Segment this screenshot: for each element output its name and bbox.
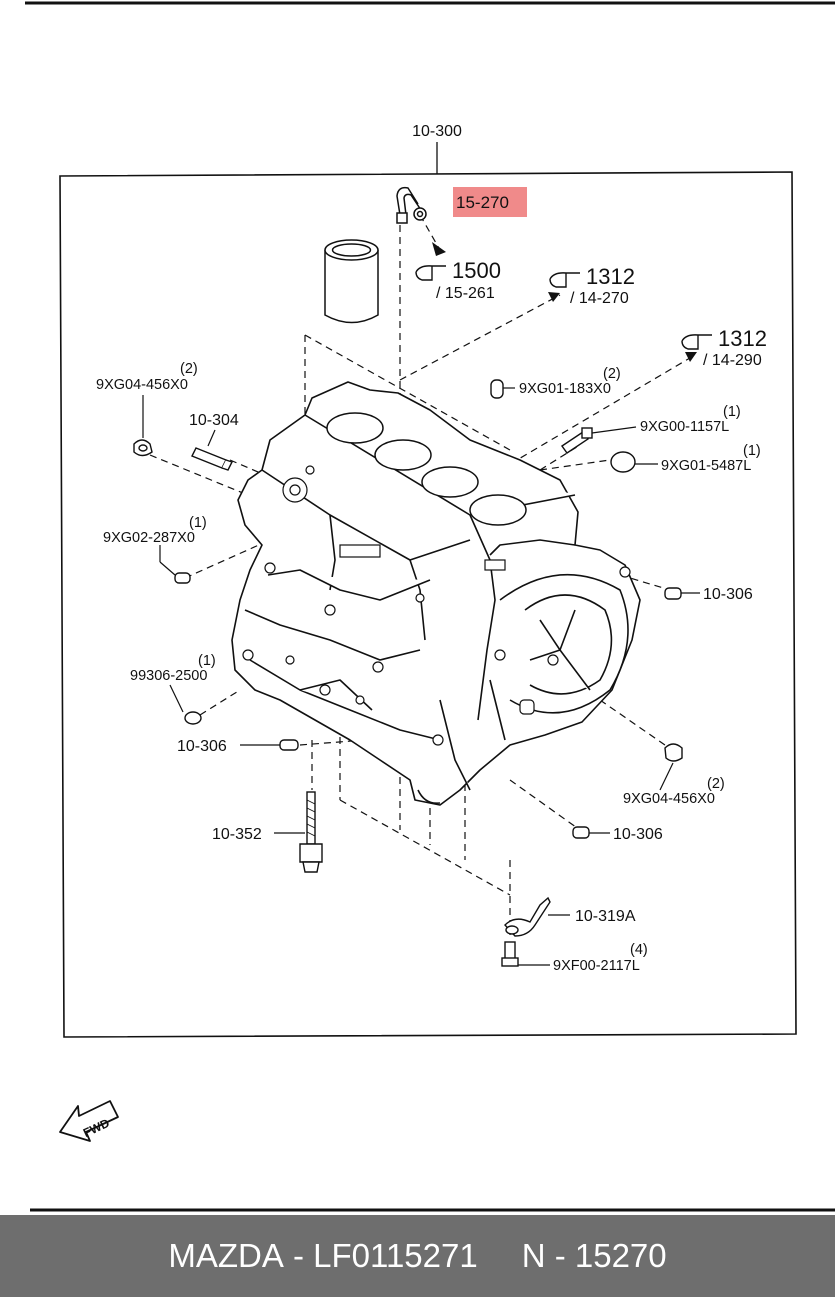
ref-1312a-num: 1312 <box>586 264 635 289</box>
part-99306-qty: (1) <box>198 653 216 669</box>
ref-1312b-sub: / 14-290 <box>703 352 762 369</box>
small-parts <box>133 379 683 967</box>
footer-part-number: LF0115271 <box>313 1237 478 1274</box>
part-9xg02-qty: (1) <box>189 515 207 531</box>
part-9xg01-183-code: 9XG01-183X0 <box>519 381 611 397</box>
oil-jet-part <box>396 186 427 224</box>
part-9xg01-5487-qty: (1) <box>743 443 761 459</box>
highlighted-part-label: 15-270 <box>456 193 509 212</box>
part-9xg02-code: 9XG02-287X0 <box>103 530 195 546</box>
ref-1312b-num: 1312 <box>718 326 767 351</box>
footer-brand: MAZDA <box>168 1237 284 1274</box>
footer-bar: MAZDA - LF0115271 N - 15270 <box>0 1215 835 1297</box>
frame-label: 10-300 <box>412 123 462 140</box>
part-9xg00-1157-code: 9XG00-1157L <box>640 419 729 435</box>
part-10-306-right-code: 10-306 <box>703 586 753 603</box>
footer-separator: - <box>283 1237 314 1274</box>
pointing-hand-icon <box>415 265 712 350</box>
part-99306-code: 99306-2500 <box>130 668 207 684</box>
part-labels: (2) 9XG04-456X0 10-304 (1) 9XG02-287X0 (… <box>96 361 761 974</box>
ref-arrows <box>432 242 697 362</box>
diagram-frame <box>59 142 797 1038</box>
part-9xg04-right-code: 9XG04-456X0 <box>623 791 715 807</box>
part-10-306-left-code: 10-306 <box>177 738 227 755</box>
part-10-304-code: 10-304 <box>189 412 239 429</box>
part-9xf00-qty: (4) <box>630 942 648 958</box>
part-9xg00-1157-qty: (1) <box>723 404 741 420</box>
part-10-319a-code: 10-319A <box>575 908 636 925</box>
block-detail-holes <box>242 465 631 746</box>
ref-1500-num: 1500 <box>452 258 501 283</box>
part-9xg04-right-qty: (2) <box>707 776 725 792</box>
part-9xg04-top-code: 9XG04-456X0 <box>96 377 188 393</box>
part-10-352-code: 10-352 <box>212 826 262 843</box>
cylinder-liner-part <box>324 239 379 324</box>
footer-ref: N - 15270 <box>521 1237 667 1274</box>
part-9xf00-code: 9XF00-2117L <box>553 958 640 974</box>
part-9xg01-5487-code: 9XG01-5487L <box>661 458 751 474</box>
part-10-306-bottom-code: 10-306 <box>613 826 663 843</box>
ref-1312a-sub: / 14-270 <box>570 290 629 307</box>
solid-leaders <box>142 387 700 966</box>
fwd-arrow-icon <box>59 1100 119 1142</box>
cylinder-bores <box>326 412 527 526</box>
part-9xg01-183-qty: (2) <box>603 366 621 382</box>
highlight-box <box>453 187 527 217</box>
ref-1500-sub: / 15-261 <box>436 285 495 302</box>
part-9xg04-top-qty: (2) <box>180 361 198 377</box>
